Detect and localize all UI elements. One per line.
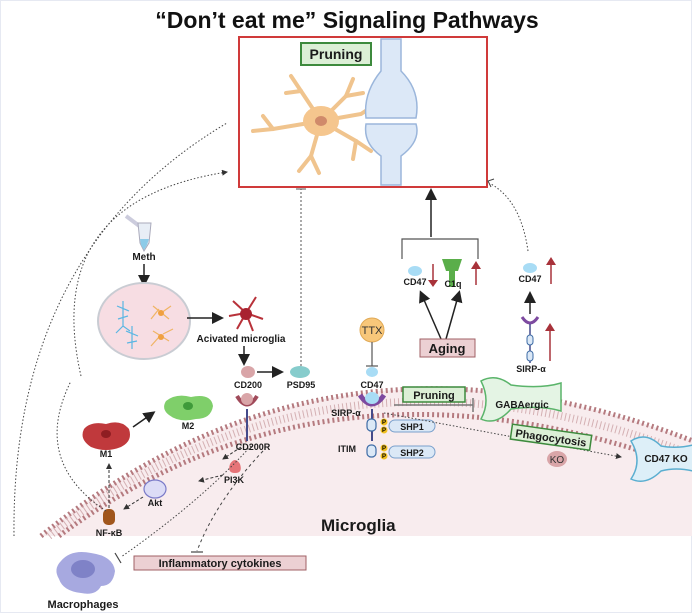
phospho-sites: P P P P bbox=[380, 418, 388, 460]
inhibit-to-macrophages bbox=[120, 445, 252, 558]
microglia-cell bbox=[39, 386, 692, 540]
akt-label: Akt bbox=[148, 498, 163, 508]
gabaergic-neuron-icon bbox=[479, 377, 562, 422]
cd200-label: CD200 bbox=[234, 380, 262, 390]
dotted-right-to-pruning bbox=[490, 183, 529, 252]
synapse-icon bbox=[364, 38, 418, 186]
macrophage-icon bbox=[56, 552, 115, 594]
psd95-icon bbox=[290, 366, 310, 378]
pruning-box-label: Pruning bbox=[310, 46, 363, 62]
microglia-label: Microglia bbox=[321, 516, 396, 535]
aging-cd47-icon bbox=[408, 266, 422, 276]
inflammatory-cytokines-box bbox=[133, 555, 307, 571]
pruning-label-box bbox=[402, 386, 466, 403]
arrow-akt-to-nfkb bbox=[123, 496, 144, 510]
inflammatory-cytokines-label: Inflammatory cytokines bbox=[159, 558, 282, 570]
sirpa-label: SIRP-α bbox=[331, 408, 361, 418]
macrophages-label: Macrophages bbox=[48, 599, 119, 611]
meth-tube-icon bbox=[124, 214, 152, 253]
c1q-icon bbox=[442, 259, 462, 287]
aging-box bbox=[419, 338, 476, 358]
right-cd47-icon bbox=[523, 263, 537, 273]
cd47-ko-neuron-icon bbox=[629, 436, 692, 482]
cd200r-receptor-icon bbox=[235, 393, 259, 441]
arrow-pi3k-to-akt bbox=[198, 474, 224, 483]
ko-label: KO bbox=[550, 455, 565, 466]
pruning-label: Pruning bbox=[413, 390, 455, 402]
aging-bracket bbox=[401, 238, 479, 259]
right-cd47-label: CD47 bbox=[518, 274, 541, 284]
neuron-nucleus bbox=[315, 116, 327, 126]
arrow-aging-to-cd47 bbox=[419, 290, 442, 340]
pi3k-label: PI3K bbox=[224, 475, 245, 485]
nfkb-icon bbox=[103, 509, 115, 525]
aging-label: Aging bbox=[429, 341, 466, 356]
shp1-icon bbox=[388, 419, 436, 433]
activated-microglia-label: Acivated microglia bbox=[197, 334, 286, 345]
m1-macrophage-icon bbox=[82, 422, 130, 450]
dotted-curve-nfkb bbox=[56, 380, 107, 512]
svg-text:P: P bbox=[382, 446, 386, 452]
aging-cd47-label: CD47 bbox=[403, 277, 426, 287]
pruning-box: Pruning bbox=[238, 36, 488, 188]
inhibit-to-cytokines bbox=[196, 450, 264, 552]
svg-text:P: P bbox=[382, 420, 386, 426]
arrow-m1-to-m2 bbox=[132, 411, 156, 428]
activated-microglia-icon bbox=[228, 296, 264, 332]
sirpa-receptor-icon bbox=[357, 392, 387, 458]
arrow-aging-to-c1q bbox=[445, 290, 463, 340]
svg-text:P: P bbox=[382, 454, 386, 460]
nfkb-label: NF-κB bbox=[96, 528, 123, 538]
itim-label: ITIM bbox=[338, 444, 356, 454]
cd47-ko-label: CD47 KO bbox=[644, 454, 688, 465]
arrow-cd200r-to-pi3k bbox=[222, 446, 242, 460]
cd200-icon bbox=[241, 366, 255, 378]
m2-macrophage-icon bbox=[164, 395, 213, 421]
dotted-curve-inner bbox=[73, 169, 228, 377]
petri-dish-icon bbox=[97, 282, 191, 360]
meth-label: Meth bbox=[132, 252, 155, 263]
diagram-title: “Don’t eat me” Signaling Pathways bbox=[155, 7, 538, 33]
svg-text:P: P bbox=[382, 428, 386, 434]
psd95-label: PSD95 bbox=[287, 380, 316, 390]
cd47-label: CD47 bbox=[360, 380, 383, 390]
shp1-label: SHP1 bbox=[400, 422, 424, 432]
cd47-icon bbox=[366, 367, 378, 377]
c1q-label: C1q bbox=[444, 279, 461, 289]
ttx-label: TTX bbox=[362, 325, 383, 337]
cd200r-label: CD200R bbox=[236, 442, 271, 452]
akt-icon bbox=[143, 479, 167, 499]
m1-label: M1 bbox=[100, 449, 113, 459]
pi3k-icon bbox=[229, 460, 241, 473]
m2-label: M2 bbox=[182, 421, 195, 431]
right-sirpa-receptor-icon bbox=[520, 316, 540, 363]
ko-icon bbox=[547, 451, 567, 467]
gabaergic-label: GABAergic bbox=[495, 400, 549, 411]
shp2-label: SHP2 bbox=[400, 448, 424, 458]
right-sirpa-label: SIRP-α bbox=[516, 364, 546, 374]
shp2-icon bbox=[388, 445, 436, 459]
